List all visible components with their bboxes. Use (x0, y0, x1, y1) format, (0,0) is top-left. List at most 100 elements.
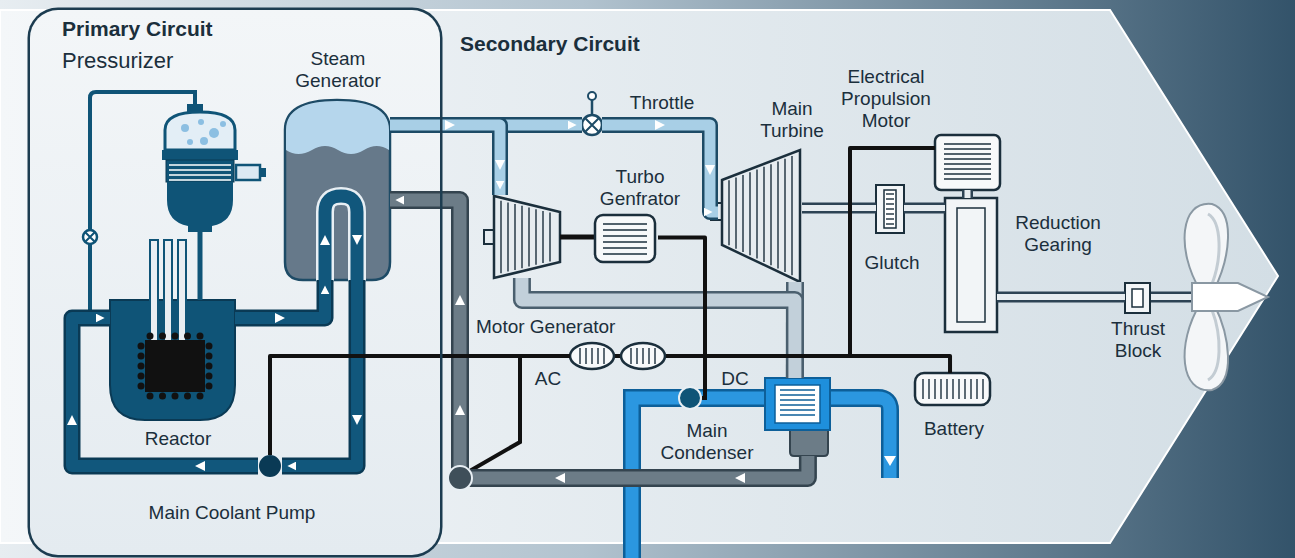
pipe-stroke (72, 318, 258, 466)
main-turbine-drawing (791, 156, 792, 275)
pressurizer-drawing (166, 160, 234, 182)
pipe-connector (270, 356, 570, 455)
clutch-drawing (886, 203, 894, 204)
turbo-generator-drawing (514, 204, 515, 270)
seawater-line (468, 356, 896, 558)
clutch-drawing (884, 190, 896, 228)
pipe-stroke (962, 190, 973, 198)
reactor-drawing (164, 240, 172, 342)
propulsion-motor-drawing (944, 148, 991, 149)
pipe-connector (235, 280, 325, 318)
motor-generator-drawing (642, 348, 643, 364)
flow-arrow (735, 473, 745, 483)
propulsion-motor-drawing (935, 135, 1000, 190)
pipe-stroke (802, 203, 876, 214)
clutch-drawing (886, 208, 894, 209)
condenser-drawing (775, 385, 820, 423)
pipe-connector (666, 356, 950, 373)
flow-arrow (655, 120, 665, 130)
throttle-symbol (582, 92, 602, 135)
pipe-connector (967, 190, 968, 198)
component-label: Turbo Genfrator (591, 166, 689, 210)
turbo-generator-drawing (603, 253, 647, 254)
turbo-generator-drawing (603, 241, 647, 242)
motor-generator-drawing (630, 348, 631, 364)
turbo-generator-drawing (560, 235, 595, 240)
primary-panel-fill (30, 10, 440, 555)
clutch-drawing (886, 194, 894, 224)
motor-generator-drawing (585, 348, 586, 364)
reactor-drawing (138, 353, 145, 360)
pipe-connector (72, 318, 258, 466)
turbo-generator-drawing (595, 215, 655, 262)
pressurizer-drawing (200, 137, 208, 145)
motor-generator-drawing (570, 343, 665, 369)
component-label: Main Turbine (752, 98, 832, 142)
flow-arrow (455, 405, 465, 415)
reactor-drawing (172, 393, 179, 400)
reactor-drawing (197, 333, 204, 340)
steam-generator-drawing (325, 196, 357, 281)
pipe-connector (904, 207, 945, 208)
battery-drawing (922, 379, 923, 399)
pressurizer-drawing (209, 128, 219, 138)
battery-drawing (915, 373, 990, 405)
battery-drawing (982, 379, 983, 399)
clutch-drawing (876, 185, 904, 233)
reactor-drawing (172, 333, 179, 340)
propulsion-motor-drawing (944, 158, 991, 159)
flow-arrow (705, 165, 715, 175)
reactor-drawing (206, 363, 213, 370)
flow-arrow (352, 415, 362, 425)
thrust-block-drawing (1150, 292, 1194, 303)
pipe-stroke (904, 205, 945, 211)
turbo-generator-drawing (494, 196, 560, 278)
pressurizer-drawing (198, 119, 204, 125)
main-turbine-drawing (784, 159, 785, 272)
seawater-line (830, 398, 890, 478)
main-turbine-drawing (728, 180, 729, 245)
turbo-generator-drawing (501, 201, 550, 274)
reactor-drawing (206, 343, 213, 350)
main-turbine-drawing (742, 175, 743, 252)
turbo-generator-drawing (603, 229, 647, 230)
battery-drawing (915, 373, 990, 405)
flow-arrow (352, 235, 362, 245)
pipe-stroke (997, 294, 1125, 300)
battery-drawing (946, 379, 947, 399)
main-turbine-drawing (777, 161, 778, 268)
seawater-line (884, 456, 896, 466)
circuit-panel: PressurizerSteam GeneratorReactorMain Co… (30, 10, 440, 555)
pipe-stroke (282, 280, 357, 466)
component-label: Pressurizer (62, 48, 173, 74)
throttle-symbol (588, 92, 596, 100)
pipe-stroke (282, 280, 357, 466)
pressurizer-drawing (83, 92, 266, 318)
reactor-drawing (206, 373, 213, 380)
circuit-panel: ThrottleElectrical Propulsion MotorMain … (440, 10, 1275, 543)
coolant-pump-symbol (258, 454, 282, 478)
battery-drawing (958, 379, 959, 399)
turbo-generator-drawing (549, 213, 550, 262)
propeller-drawing (1208, 214, 1219, 284)
reactor-drawing (138, 333, 213, 400)
clutch-drawing (876, 185, 904, 233)
component-label: Thrust Block (1101, 318, 1175, 362)
feed-pump-symbol (448, 466, 472, 490)
clutch-drawing (886, 218, 894, 219)
motor-generator-drawing (580, 348, 655, 364)
pipe-stroke (390, 200, 808, 478)
clutch-drawing (886, 193, 894, 194)
throttle-symbol (585, 118, 599, 132)
pipe-stroke (198, 232, 203, 300)
component-label: Main Coolant Pump (149, 502, 316, 524)
battery-drawing (923, 379, 983, 399)
steam-generator-drawing (325, 196, 357, 281)
battery-drawing (940, 379, 941, 399)
reduction-gearing: Reduction Gearing (945, 198, 997, 332)
reactor-drawing (184, 333, 191, 340)
motor-generator-drawing (654, 348, 655, 364)
condenser-drawing (765, 378, 830, 430)
reduction-gearing-drawing (945, 198, 997, 332)
seawater-line (830, 398, 890, 478)
